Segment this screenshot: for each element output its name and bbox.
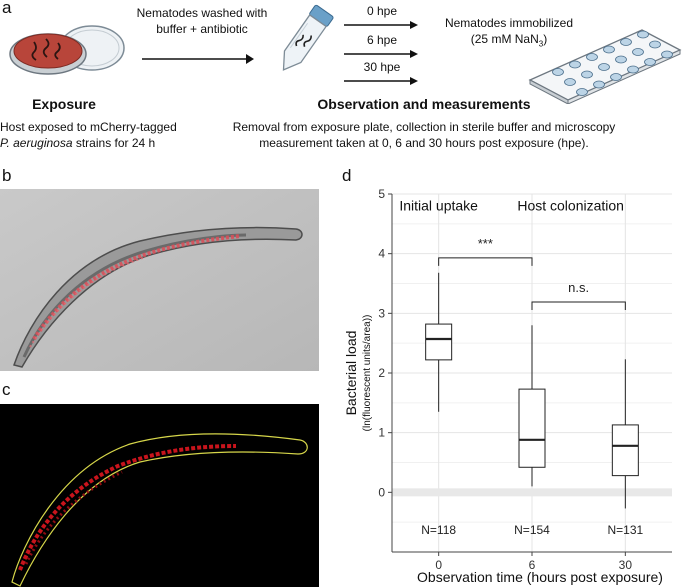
arrow-to-tube (142, 54, 254, 64)
y-tick-label: 5 (378, 187, 385, 201)
x-tick-label: 30 (619, 558, 633, 572)
slide-well-icon (637, 30, 649, 39)
slide-well-icon (569, 60, 581, 69)
immobilized-line2: (25 mM NaN3) (470, 32, 548, 49)
box-iqr (611, 424, 639, 477)
y-tick-label: 0 (378, 485, 385, 499)
zero-reference-band (392, 488, 672, 497)
slide-well-icon (615, 55, 627, 64)
y-axis-sublabel: (ln(fluorescent units/area)) (362, 315, 373, 432)
observation-desc-line1: Removal from exposure plate, collection … (232, 120, 616, 134)
timepoint-label-6: 6 hpe (366, 33, 398, 47)
timepoint-arrow-30 (344, 77, 418, 85)
slide-well-icon (649, 40, 661, 49)
slide-well-icon (576, 88, 588, 96)
x-tick-label: 0 (435, 558, 442, 572)
slide-well-icon (661, 50, 673, 59)
exposure-heading: Exposure (32, 96, 96, 112)
panel-d-letter: d (342, 166, 352, 185)
box-iqr (425, 323, 453, 361)
significance-label: n.s. (568, 280, 589, 295)
slide-well-icon (627, 65, 639, 74)
y-tick-label: 2 (378, 366, 385, 380)
microscope-slide-illustration (528, 29, 682, 104)
y-tick-label: 3 (378, 306, 385, 320)
sample-size-label: N=154 (514, 523, 550, 537)
slide-well-icon (644, 58, 656, 66)
slide-well-icon (581, 70, 593, 79)
slide-well-icon (586, 53, 598, 61)
exposure-desc-line2: P. aeruginosa strains for 24 h (0, 136, 156, 150)
boxplot-chart: 0 1 2 3 4 5N=118 N=154 N=131 *** n.s. Initial upta… (343, 187, 672, 585)
brightfield-micrograph (0, 189, 319, 371)
annotation-initial-uptake: Initial uptake (399, 198, 478, 214)
wash-step-line1: Nematodes washed with (136, 6, 268, 20)
box-iqr (518, 388, 546, 468)
exposure-desc-line1: Host exposed to mCherry-tagged (0, 120, 177, 134)
slide-well-icon (552, 68, 564, 76)
slide-well-icon (610, 73, 622, 81)
annotation-host-colonization: Host colonization (517, 198, 624, 214)
sample-size-label: N=131 (607, 523, 643, 537)
timepoint-arrow-0 (344, 21, 418, 29)
y-tick-label: 4 (378, 247, 385, 261)
immobilized-line1: Nematodes immobilized (444, 16, 574, 30)
slide-well-icon (632, 48, 644, 56)
slide-well-icon (603, 45, 615, 54)
observation-heading: Observation and measurements (317, 96, 531, 112)
sample-size-label: N=118 (421, 523, 456, 537)
timepoint-label-0: 0 hpe (366, 4, 398, 18)
fluorescence-micrograph (0, 404, 319, 587)
panel-a-letter: a (2, 0, 12, 17)
y-axis-label: Bacterial load (343, 331, 359, 416)
timepoint-arrow-6 (344, 50, 418, 58)
timepoint-label-30: 30 hpe (363, 60, 401, 74)
significance-label: *** (478, 236, 493, 251)
slide-well-icon (598, 63, 610, 71)
wash-step-line2: buffer + antibiotic (156, 22, 248, 36)
petri-dish-illustration (9, 25, 125, 75)
significance-bracket (438, 257, 533, 266)
slide-well-icon (564, 78, 576, 86)
centrifuge-tube-illustration (282, 4, 334, 71)
slide-well-icon (620, 38, 632, 46)
x-axis-label: Observation time (hours post exposure) (417, 569, 663, 585)
observation-desc-line2: measurement taken at 0, 6 and 30 hours p… (259, 136, 589, 150)
x-tick-label: 6 (529, 558, 536, 572)
y-tick-label: 1 (378, 426, 385, 440)
panel-c-letter: c (2, 380, 11, 399)
slide-well-icon (593, 80, 605, 89)
panel-b-letter: b (2, 166, 12, 185)
significance-bracket (531, 301, 626, 310)
